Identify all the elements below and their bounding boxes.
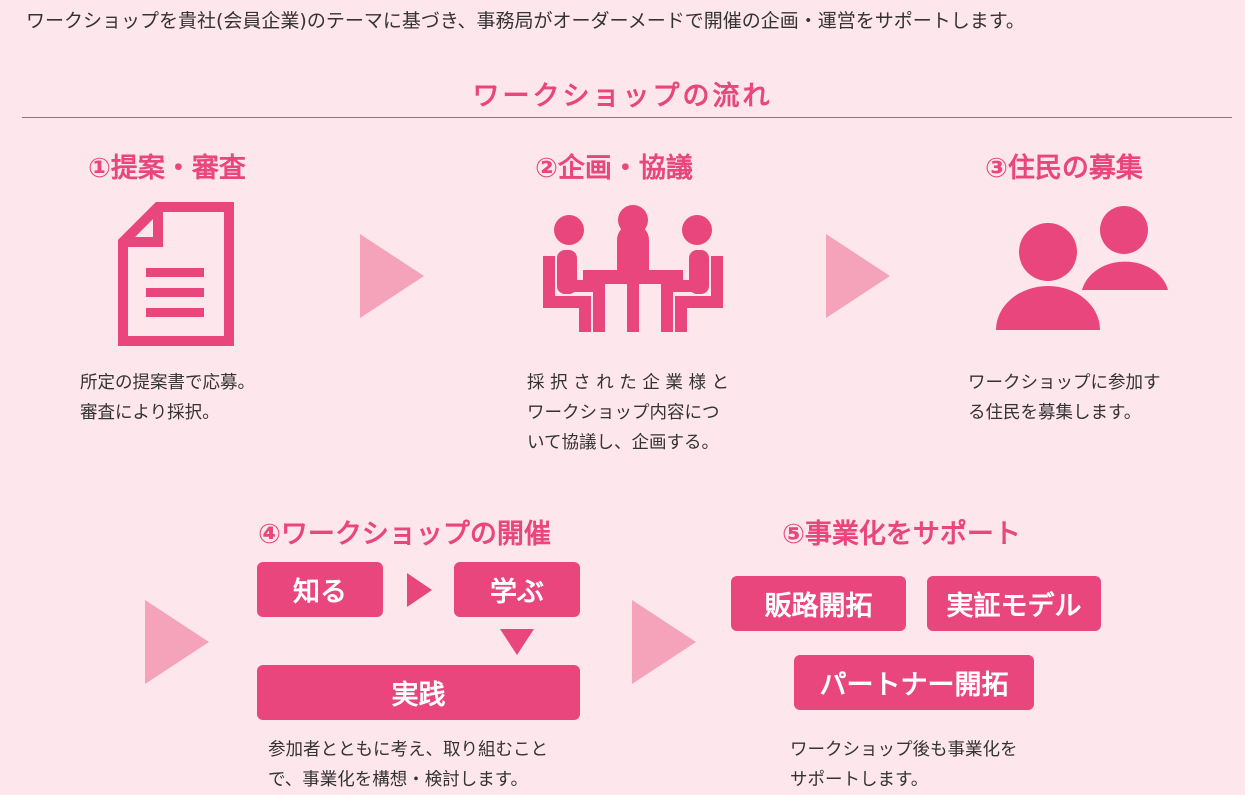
box-sales-channel: 販路開拓 bbox=[731, 576, 906, 631]
step-3-title: ③住民の募集 bbox=[985, 153, 1143, 184]
box-practice: 実践 bbox=[257, 665, 580, 720]
flow-title: ワークショップの流れ bbox=[472, 81, 773, 112]
box-learn: 学ぶ bbox=[454, 562, 580, 617]
box-partner: パートナー開拓 bbox=[794, 655, 1034, 710]
box-demo-model: 実証モデル bbox=[927, 576, 1101, 631]
arrow-2-icon bbox=[826, 234, 890, 318]
arrow-right-icon bbox=[407, 573, 432, 607]
arrow-down-icon bbox=[500, 629, 534, 655]
step-5-title: ⑤事業化をサポート bbox=[782, 519, 1021, 550]
box-know: 知る bbox=[257, 562, 383, 617]
people-icon bbox=[996, 206, 1168, 330]
intro-text: ワークショップを貴社(会員企業)のテーマに基づき、事務局がオーダーメードで開催の… bbox=[26, 10, 1025, 32]
title-divider bbox=[22, 117, 1232, 118]
step-1-title: ①提案・審査 bbox=[88, 153, 246, 184]
step-5-desc: ワークショップ後も事業化を サポートします。 bbox=[790, 740, 1018, 790]
step-1-desc: 所定の提案書で応募。 審査により採択。 bbox=[80, 373, 255, 423]
step-3-desc: ワークショップに参加す る住民を募集します。 bbox=[968, 373, 1161, 423]
arrow-3-icon bbox=[145, 600, 209, 684]
meeting-icon bbox=[543, 205, 723, 332]
step-2-title: ②企画・協議 bbox=[535, 153, 693, 184]
document-icon bbox=[118, 202, 234, 346]
step-4-title: ④ワークショップの開催 bbox=[258, 519, 551, 550]
arrow-4-icon bbox=[632, 600, 696, 684]
arrow-1-icon bbox=[360, 234, 424, 318]
step-2-desc: 採 択 さ れ た 企 業 様 と ワークショップ内容につ いて協議し、企画する… bbox=[527, 373, 730, 453]
step-4-desc: 参加者とともに考え、取り組むこと で、事業化を構想・検討します。 bbox=[268, 740, 548, 790]
